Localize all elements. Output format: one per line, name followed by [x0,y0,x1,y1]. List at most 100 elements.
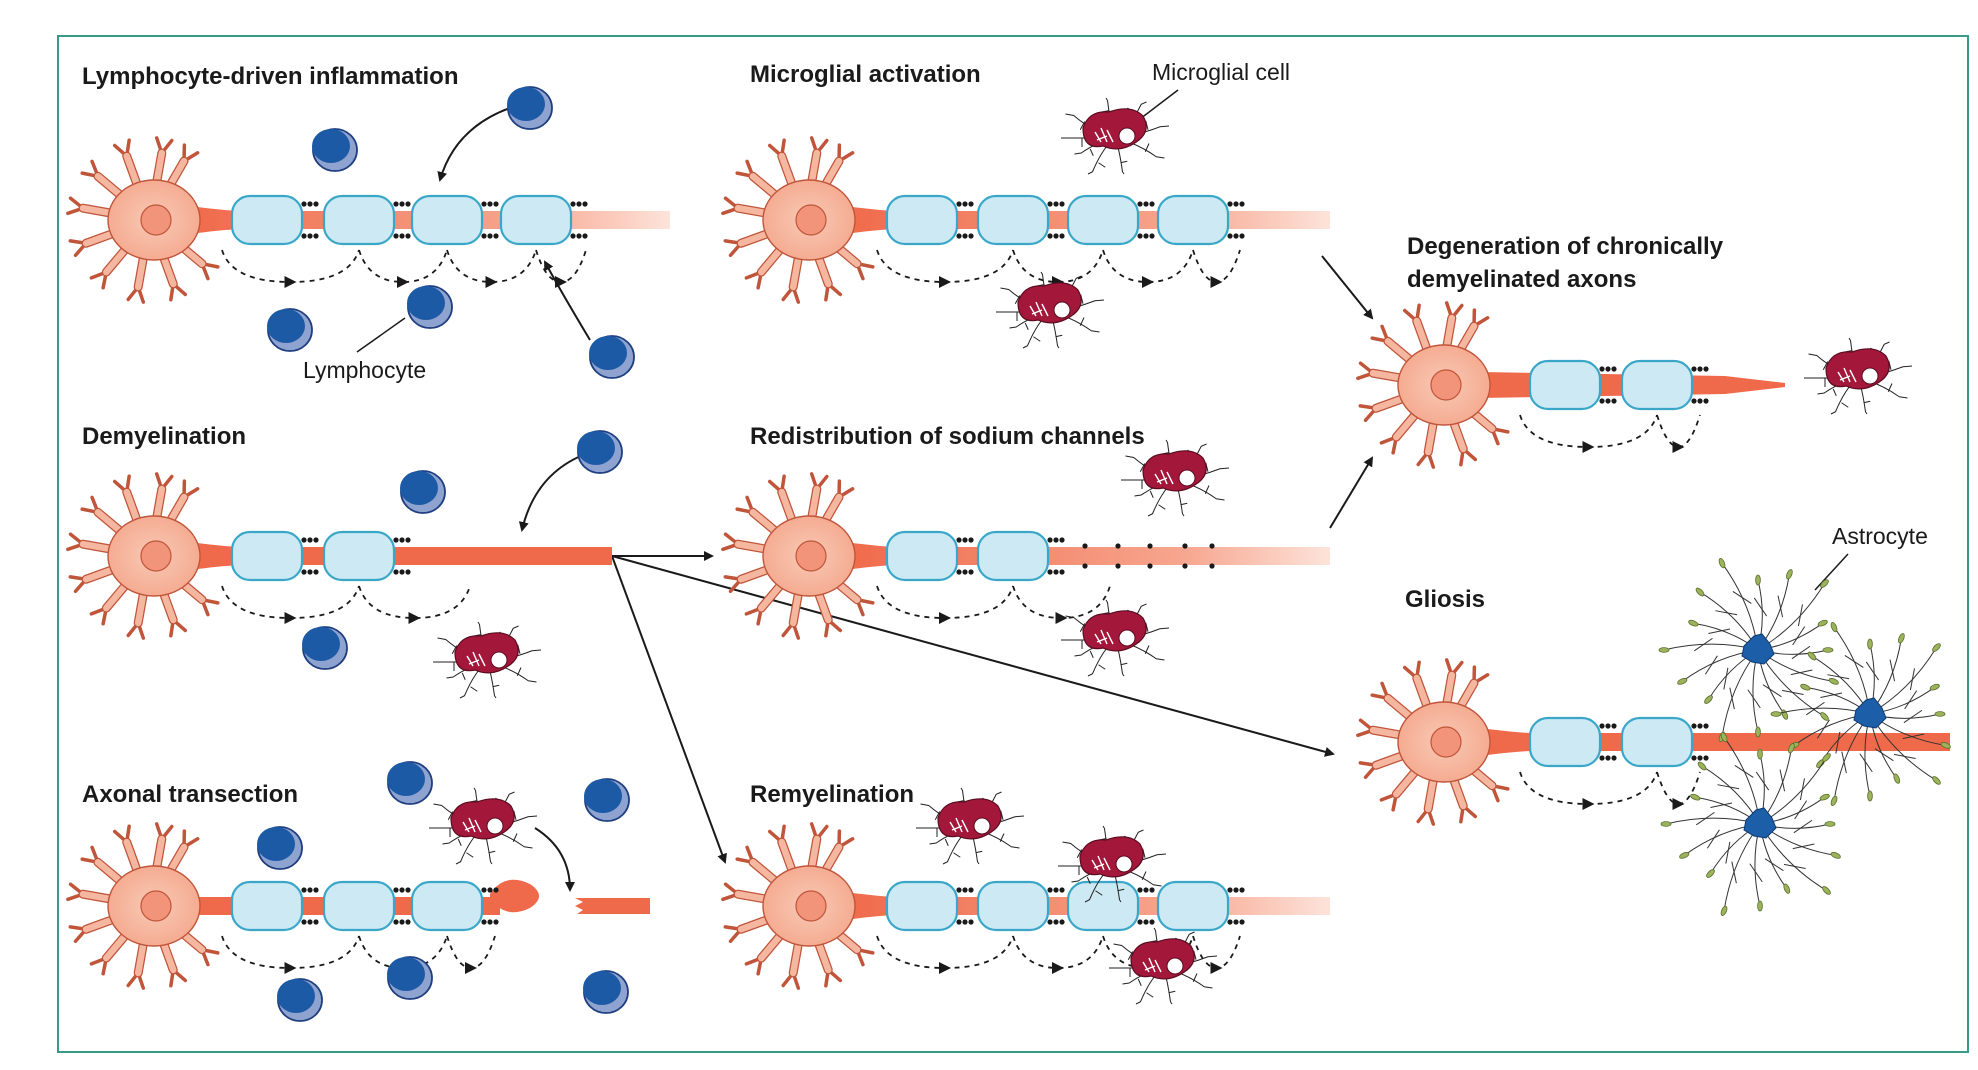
sodium-channel [1233,201,1239,207]
myelin-segment [1066,194,1140,246]
sodium-channel [1209,543,1215,549]
sodium-channel [487,233,493,239]
myelin-segment [1528,716,1602,768]
sodium-channel [1143,233,1149,239]
conduction-arrowhead [465,962,477,974]
sodium-channel [1703,723,1709,729]
sodium-channel [1047,569,1053,575]
sodium-channel [405,919,411,925]
myelin-segment [230,530,304,582]
sodium-channel [1143,887,1149,893]
sodium-channel [301,201,307,207]
title-microglial-activation: Microglial activation [750,61,981,88]
sodium-channel [393,919,399,925]
sodium-channel [1227,887,1233,893]
sodium-channel [393,201,399,207]
myelin-segment [230,194,304,246]
arrow-lymphocyte-demyelination [518,454,584,532]
sodium-channel [1137,887,1143,893]
arrow-lymphocyte-inflammation-top [437,107,511,182]
lymphocyte [583,970,629,1014]
arrow-sodium-to-degeneration [1329,456,1374,529]
sodium-channel [1697,366,1703,372]
saltatory-conduction-arc [446,249,537,283]
conduction-arrowhead [1210,276,1223,288]
sodium-channel [1691,366,1697,372]
sodium-channel [1227,201,1233,207]
sodium-channel [1703,366,1709,372]
conduction-arrowhead [1142,276,1154,288]
lymphocyte [407,285,453,329]
sodium-channel [956,201,962,207]
neuron-remyelination [721,822,1330,990]
myelin-segment [976,530,1050,582]
label-lymphocyte: Lymphocyte [303,357,426,383]
myelin-segment [1156,194,1230,246]
myelin-segment [322,194,396,246]
sodium-channel [576,201,582,207]
cell-layer [257,86,1951,1022]
sodium-channel [1147,543,1153,549]
neuron-layer [66,136,1950,990]
neuron-nucleus [795,540,827,572]
sodium-channel [1047,233,1053,239]
sodium-channel [1691,398,1697,404]
saltatory-conduction-arc [358,249,448,283]
conduction-arrowhead [284,276,297,288]
saltatory-conduction-arc [1519,414,1658,448]
title-degeneration-1: Degeneration of chronically [1407,233,1724,260]
sodium-channel [301,537,307,543]
myelin-segment [1066,880,1140,932]
sodium-channel [307,537,313,543]
sodium-channel [1115,543,1121,549]
sodium-channel [301,919,307,925]
saltatory-conduction-arc [876,935,1014,969]
sodium-channel [405,233,411,239]
sodium-channel [576,233,582,239]
arrow-demyelination-to-gliosis [611,555,1335,757]
neuron-sodium-redistribution [721,472,1330,640]
conduction-arrowhead [284,612,297,624]
sodium-channel [1059,201,1065,207]
leader-astrocyte [1814,553,1849,591]
lymphocyte [387,956,433,1000]
myelin-segment [410,194,484,246]
saltatory-conduction-arc [1519,771,1658,805]
sodium-channel [1053,233,1059,239]
sodium-channel [313,919,319,925]
sodium-channel [1703,755,1709,761]
saltatory-conduction-arc [1012,249,1104,283]
sodium-channel [570,233,576,239]
sodium-channel [582,201,588,207]
lymphocyte [507,86,553,130]
sodium-channel [307,233,313,239]
sodium-channel [956,919,962,925]
title-demyelination: Demyelination [82,423,246,450]
sodium-channel [405,887,411,893]
lymphocyte [400,470,446,514]
sodium-channel [1605,366,1611,372]
sodium-channel [1047,201,1053,207]
sodium-channel [307,919,313,925]
myelin-segment [499,194,573,246]
microglial-cell [433,621,542,699]
arrow-microglia-transection [534,827,575,892]
sodium-channel [1239,887,1245,893]
sodium-channel [956,569,962,575]
lymphocyte [302,626,348,670]
sodium-channel [1149,233,1155,239]
conduction-arrowhead [939,612,951,624]
neuron-microglial-activation [721,136,1330,304]
sodium-channel [1147,563,1153,569]
axon-retraction-bulb [490,879,539,913]
conduction-arrowhead [1210,962,1223,974]
sodium-channel [962,537,968,543]
neuron-nucleus [1430,369,1462,401]
saltatory-conduction-arc [535,249,587,283]
sodium-channel [1599,366,1605,372]
sodium-channel [1233,233,1239,239]
saltatory-conduction-arc [876,249,1014,283]
myelin-segment [885,530,959,582]
sodium-channel [1047,537,1053,543]
saltatory-conduction-arc [1656,414,1701,448]
